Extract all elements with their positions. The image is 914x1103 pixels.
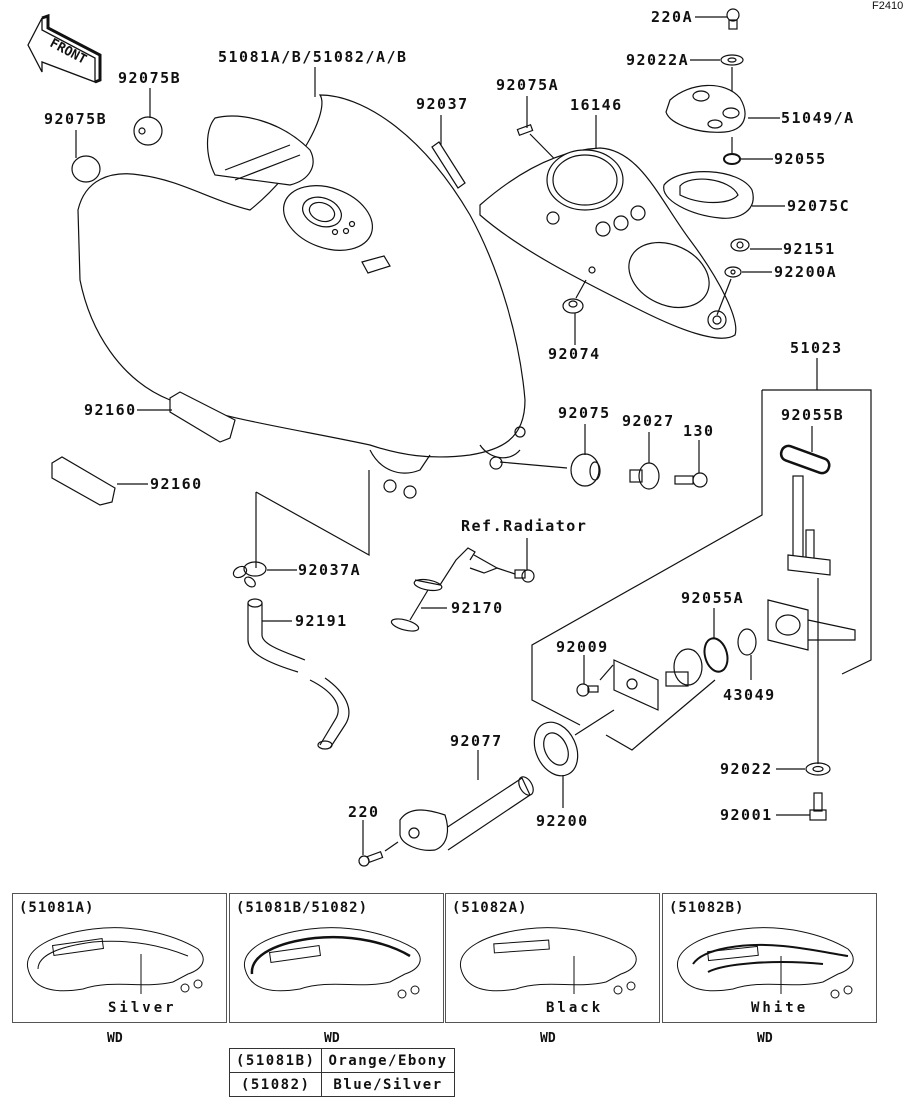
label-92027: 92027 bbox=[622, 412, 675, 430]
band-92037 bbox=[431, 115, 466, 189]
label-51023: 51023 bbox=[790, 339, 843, 357]
variant-panel-51082a: (51082A) Black bbox=[445, 893, 660, 1023]
label-92200: 92200 bbox=[536, 812, 589, 830]
variant-note: WD bbox=[757, 1031, 773, 1046]
damper-92075b bbox=[71, 88, 163, 183]
variant-panel-51082b: (51082B) White bbox=[662, 893, 877, 1023]
figure-id: F2410 bbox=[872, 0, 904, 12]
variant-color: Black bbox=[546, 1000, 604, 1016]
label-92160-upper: 92160 bbox=[84, 401, 137, 419]
tank-variant-icon bbox=[677, 927, 854, 999]
label-92009: 92009 bbox=[556, 638, 609, 656]
label-92151: 92151 bbox=[783, 240, 836, 258]
variant-note: WD bbox=[107, 1031, 123, 1046]
fuel-tank-drawing bbox=[77, 94, 526, 499]
label-92075b-upper: 92075B bbox=[118, 69, 182, 87]
hose-92191 bbox=[247, 598, 350, 750]
clamp-92037a bbox=[232, 470, 370, 588]
label-92022a: 92022A bbox=[626, 51, 690, 69]
label-92075a: 92075A bbox=[496, 76, 560, 94]
label-92075b-lower: 92075B bbox=[44, 110, 108, 128]
table-cell-code: (51081B) bbox=[228, 1048, 323, 1073]
label-92074: 92074 bbox=[548, 345, 601, 363]
table-cell-color: Blue/Silver bbox=[321, 1072, 455, 1097]
front-arrow-icon: FRONT bbox=[27, 13, 102, 84]
variant-code: (51082B) bbox=[669, 900, 745, 916]
table-cell-code: (51082) bbox=[228, 1072, 323, 1097]
fuel-cock-51023 bbox=[531, 358, 872, 764]
label-51081-51082-tank: 51081A/B/51082/A/B bbox=[218, 48, 408, 66]
label-92055b: 92055B bbox=[781, 406, 845, 424]
label-92037: 92037 bbox=[416, 95, 469, 113]
label-ref-radiator: Ref.Radiator bbox=[461, 517, 588, 535]
variant-panel-51081b-51082: (51081B/51082) bbox=[229, 893, 444, 1023]
label-16146: 16146 bbox=[570, 96, 623, 114]
variant-code: (51081B/51082) bbox=[236, 900, 369, 916]
table-cell-color: Orange/Ebony bbox=[321, 1048, 455, 1073]
tank-variant-icon bbox=[244, 927, 421, 999]
cap-assembly bbox=[663, 8, 785, 219]
label-92191: 92191 bbox=[295, 612, 348, 630]
variant-panel-51081a: (51081A) Silver bbox=[12, 893, 227, 1023]
variant-color: Silver bbox=[108, 1000, 177, 1016]
table-row: (51081B) Orange/Ebony bbox=[228, 1048, 455, 1073]
variant-code: (51082A) bbox=[452, 900, 528, 916]
label-130: 130 bbox=[683, 422, 715, 440]
bracket-92170 bbox=[390, 538, 535, 632]
screws-and-grommets bbox=[562, 238, 782, 345]
label-92037a: 92037A bbox=[298, 561, 362, 579]
label-92200a: 92200A bbox=[774, 263, 838, 281]
color-table: (51081B) Orange/Ebony (51082) Blue/Silve… bbox=[228, 1048, 455, 1097]
label-92075c: 92075C bbox=[787, 197, 851, 215]
label-92055: 92055 bbox=[774, 150, 827, 168]
variant-code: (51081A) bbox=[19, 900, 95, 916]
tank-variant-icon bbox=[460, 927, 637, 995]
label-92160-lower: 92160 bbox=[150, 475, 203, 493]
label-43049: 43049 bbox=[723, 686, 776, 704]
variant-note: WD bbox=[540, 1031, 556, 1046]
drain-hardware bbox=[776, 762, 831, 821]
label-92055a: 92055A bbox=[681, 589, 745, 607]
variant-note: WD bbox=[324, 1031, 340, 1046]
pads-92160 bbox=[51, 391, 236, 506]
label-92022: 92022 bbox=[720, 760, 773, 778]
table-row: (51082) Blue/Silver bbox=[228, 1072, 455, 1097]
variant-color: White bbox=[751, 1000, 809, 1016]
label-51049a: 51049/A bbox=[781, 109, 855, 127]
cover-16146 bbox=[479, 96, 737, 339]
mount-hardware bbox=[499, 424, 708, 490]
label-220a: 220A bbox=[651, 8, 694, 26]
label-92077: 92077 bbox=[450, 732, 503, 750]
label-220: 220 bbox=[348, 803, 380, 821]
tank-variant-icon bbox=[27, 927, 204, 994]
lever-92077 bbox=[358, 721, 579, 867]
label-92075: 92075 bbox=[558, 404, 611, 422]
label-92170: 92170 bbox=[451, 599, 504, 617]
cock-inner-parts bbox=[574, 608, 757, 736]
label-92001: 92001 bbox=[720, 806, 773, 824]
